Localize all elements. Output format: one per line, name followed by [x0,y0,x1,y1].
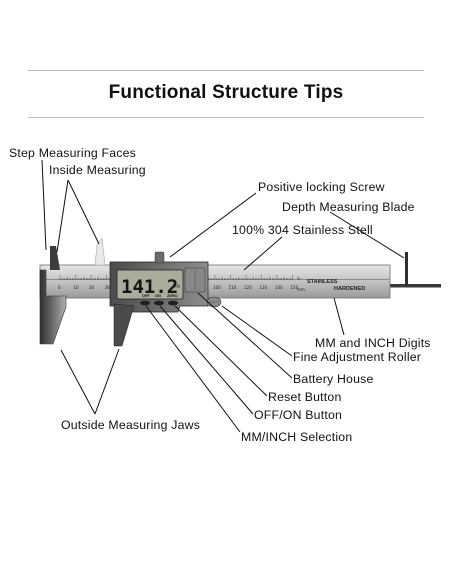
scale-number: 120 [244,285,252,290]
leader-locking-screw [169,192,257,258]
top-divider [28,70,424,71]
scale-number: 140 [275,285,283,290]
button-panel: OFF ON ZERO [140,294,178,306]
button-label-on: ON [155,294,161,298]
label-battery-house: Battery House [293,372,374,386]
fixed-jaw [39,246,67,345]
scale-number: 110 [229,285,237,290]
mm-inch-button[interactable] [140,300,150,306]
button-label-zero: ZERO [167,294,178,298]
leader-depth-blade [329,211,405,259]
fine-adjustment-roller[interactable] [206,296,222,308]
beam-text-stainless: STAINLESS [307,279,338,285]
label-inside-measuring: Inside Measuring [49,163,146,177]
display-reading: 141.2 [121,276,178,298]
inside-measuring-blades [94,237,106,266]
main-beam [39,264,391,299]
leader-stainless [243,236,283,271]
scale-number: 100 [213,285,221,290]
beam-unit-mm: mm [297,287,305,292]
scale-numbers: 0 10 20 30 100 110 120 130 140 150 [58,285,299,290]
label-fine-adjustment-roller: Fine Adjustment Roller [293,350,422,364]
scale-number: 10 [74,285,80,290]
battery-house [184,267,206,293]
leader-roller [221,305,293,357]
display-unit: MM [173,284,180,289]
label-step-measuring-faces: Step Measuring Faces [9,146,137,160]
label-outside-measuring-jaws: Outside Measuring Jaws [61,418,201,432]
leader-inside-left [56,179,69,253]
label-positive-locking-screw: Positive locking Screw [258,180,385,194]
locking-screw [154,251,165,264]
page-title: Functional Structure Tips [108,82,344,103]
label-mm-inch-selection: MM/INCH Selection [241,430,353,444]
leader-digits [333,297,345,336]
leader-off-on [159,305,254,415]
beam-text-hardened: HARDENED [334,286,365,292]
button-label-off: OFF [142,294,150,298]
reset-button[interactable] [168,300,178,306]
leader-reset [174,305,268,397]
scale-number: 150 [291,285,299,290]
leader-inside-right [67,179,100,245]
lcd-display: 141.2 MM [116,269,184,300]
label-mm-inch-digits: MM and INCH Digits [315,336,431,350]
label-off-on-button: OFF/ON Button [254,408,343,422]
leader-outside-left [60,349,96,415]
scale-number: 130 [260,285,268,290]
leader-outside-right [94,348,120,415]
label-depth-measuring-blade: Depth Measuring Blade [282,200,415,214]
main-scale [59,275,293,280]
depth-measuring-blade [385,252,441,288]
beam-unit-in: in [297,276,301,281]
label-stainless-steel: 100% 304 Stainless Stell [232,223,373,237]
leader-mm-inch [145,305,241,433]
title-divider [28,117,424,118]
leader-step-faces [41,159,47,251]
label-reset-button: Reset Button [268,390,342,404]
leader-battery [197,292,293,379]
scale-number: 20 [89,285,95,290]
scale-number: 30 [105,285,111,290]
leader-lines [41,159,405,433]
scale-number: 0 [58,285,61,290]
off-on-button[interactable] [154,300,164,306]
